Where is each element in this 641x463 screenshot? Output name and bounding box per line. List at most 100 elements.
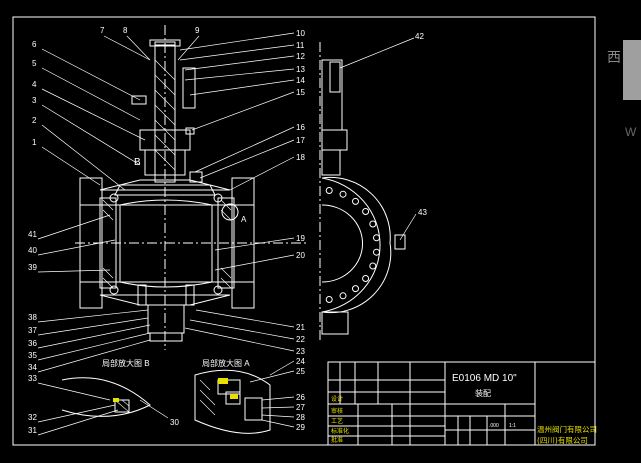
leader-line — [179, 44, 295, 61]
weight-cell: .000 — [489, 423, 499, 429]
scale-cell: 1:1 — [509, 423, 516, 429]
leader-line — [37, 317, 149, 336]
part-label-left-5: 5 — [32, 59, 37, 68]
part-label-left-39: 39 — [28, 263, 37, 272]
title-row-label: 审核 — [331, 407, 343, 415]
bolt-hole — [362, 275, 370, 282]
part-label-left-34: 34 — [28, 363, 37, 372]
leader-line — [214, 254, 295, 271]
title-row-label: 工艺 — [331, 417, 343, 425]
leader-line — [249, 370, 295, 383]
part-label-right-11: 11 — [296, 41, 305, 50]
part-label-right-16: 16 — [296, 123, 305, 132]
title-block — [327, 361, 596, 446]
leader-line — [194, 126, 295, 173]
detail-b-seal — [113, 398, 119, 402]
part-label-top-8: 8 — [123, 26, 128, 35]
leader-line — [177, 35, 200, 61]
part-label-side-42: 42 — [415, 32, 424, 41]
part-label-30: 30 — [170, 418, 179, 427]
part-label-left-1: 1 — [32, 138, 37, 147]
drawing-subtitle: 装配 — [475, 388, 491, 398]
leader-line — [41, 67, 141, 121]
bolt-hole — [325, 187, 333, 194]
leader-line — [41, 48, 141, 101]
part-label-right-25: 25 — [296, 367, 305, 376]
leader-line — [41, 124, 126, 191]
leader-line — [37, 382, 111, 401]
part-label-left-4: 4 — [32, 80, 37, 89]
leader-line — [37, 214, 111, 240]
leader-line — [199, 139, 295, 179]
leader-line — [41, 88, 146, 141]
detail-b-view — [61, 377, 151, 417]
leader-line — [399, 213, 417, 241]
part-label-right-19: 19 — [296, 234, 305, 243]
bolt-hole — [339, 190, 347, 198]
part-label-left-35: 35 — [28, 351, 37, 360]
bolt-hole — [369, 220, 377, 228]
part-label-right-18: 18 — [296, 153, 305, 162]
bolt-hole — [373, 234, 380, 242]
part-label-left-31: 31 — [28, 426, 37, 435]
leader-line — [103, 35, 151, 61]
bolt-hole — [373, 248, 380, 256]
leader-line — [261, 406, 295, 409]
watermark-char: 西 — [607, 50, 621, 66]
part-label-right-28: 28 — [296, 413, 305, 422]
leader-line — [195, 309, 295, 328]
part-label-top-9: 9 — [195, 26, 200, 35]
part-label-right-22: 22 — [296, 335, 305, 344]
part-label-right-14: 14 — [296, 76, 305, 85]
leader-line — [37, 339, 151, 373]
leader-line — [229, 156, 295, 191]
part-label-top-7: 7 — [100, 26, 105, 35]
leader-line — [41, 104, 141, 166]
leader-line — [37, 269, 111, 273]
part-label-left-3: 3 — [32, 96, 37, 105]
watermark-letter: W — [625, 125, 637, 138]
part-label-side-43: 43 — [418, 208, 427, 217]
bolt-hole — [352, 197, 359, 205]
part-label-left-2: 2 — [32, 116, 37, 125]
bolt-hole — [362, 208, 370, 215]
valve-side-view — [319, 42, 406, 340]
part-label-right-12: 12 — [296, 52, 305, 61]
leader-line — [339, 37, 415, 69]
part-label-left-32: 32 — [28, 413, 37, 422]
part-label-right-21: 21 — [296, 323, 305, 332]
leader-line — [37, 239, 116, 256]
part-label-right-13: 13 — [296, 65, 305, 74]
leader-line — [184, 327, 295, 352]
drawing-code: E0106 MD 10" — [452, 373, 517, 384]
leader-lines — [37, 32, 417, 436]
bolt-hole — [325, 296, 333, 303]
title-row-label: 批准 — [331, 436, 343, 444]
title-row-label: 设计 — [331, 395, 343, 403]
leader-line — [189, 319, 295, 340]
detail-b-title: 局部放大图 B — [102, 358, 150, 368]
part-label-left-36: 36 — [28, 339, 37, 348]
drawing-frame — [12, 16, 596, 446]
part-label-right-23: 23 — [296, 347, 305, 356]
leader-line — [37, 332, 151, 361]
leader-line — [37, 324, 151, 349]
leader-line — [261, 414, 295, 418]
detail-a-seat — [230, 394, 238, 399]
company-name-line1: 温州阀门有限公司 — [537, 424, 597, 434]
leader-line — [261, 396, 295, 401]
leader-line — [41, 146, 101, 186]
part-label-left-6: 6 — [32, 40, 37, 49]
bolt-hole — [369, 262, 377, 270]
callout-b-label: B — [134, 157, 141, 168]
part-label-right-20: 20 — [296, 251, 305, 260]
watermark-overlay: 西 W — [607, 40, 641, 138]
leader-line — [269, 360, 295, 376]
leader-line — [37, 409, 119, 436]
watermark-bar — [623, 40, 641, 100]
part-label-left-37: 37 — [28, 326, 37, 335]
bolt-hole — [339, 292, 347, 300]
